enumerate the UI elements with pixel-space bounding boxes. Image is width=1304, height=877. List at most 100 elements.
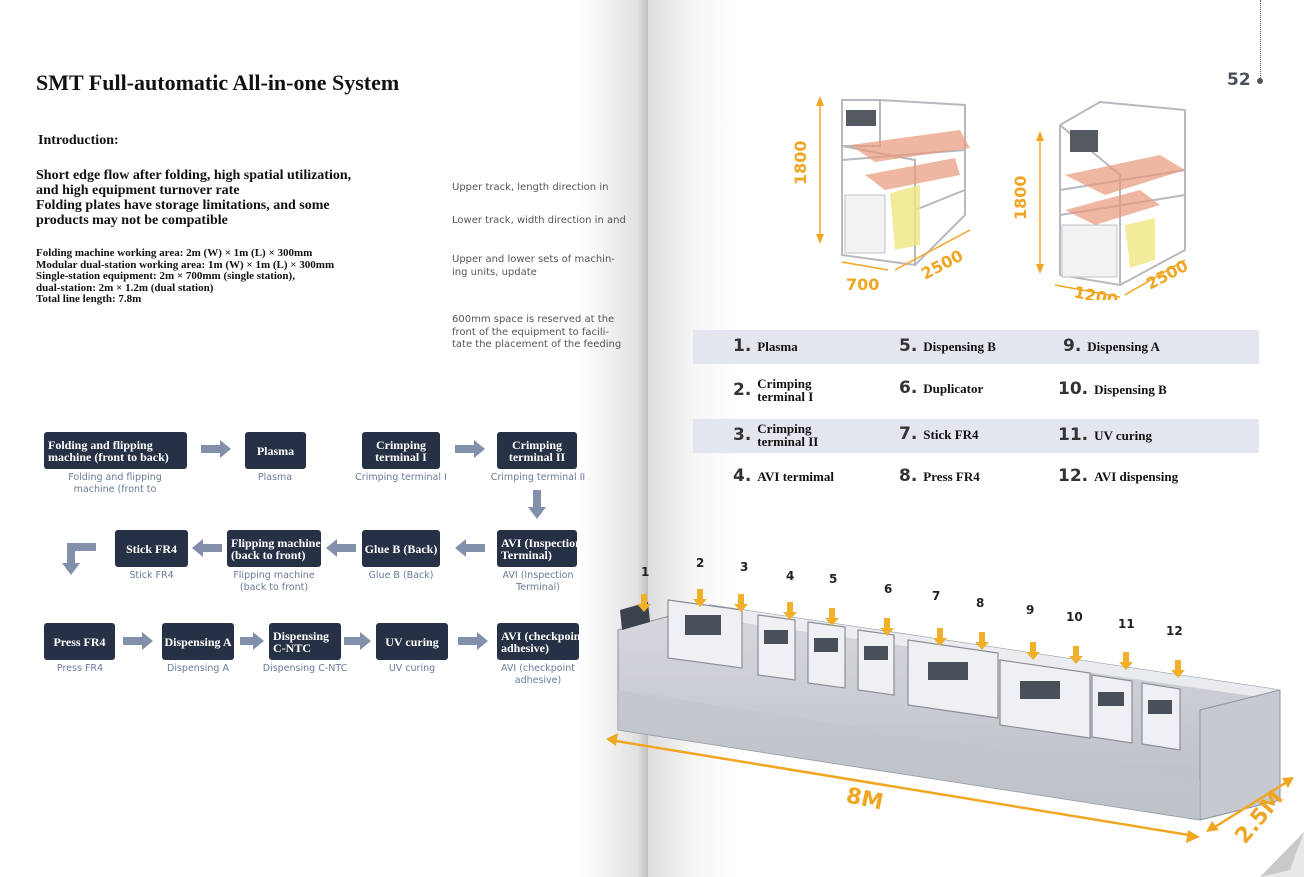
station-number: 12: [1166, 624, 1183, 638]
flow-step-dispensing-a: Dispensing A: [162, 623, 234, 660]
station-number: 11: [1118, 617, 1135, 631]
step-label: Dispensing: [273, 628, 330, 643]
specifications: Folding machine working area: 2m (W) × 1…: [36, 247, 335, 306]
caption-line: UV curing: [388, 663, 436, 674]
step-label: Crimping: [511, 437, 562, 452]
flow-caption: Plasma: [235, 472, 315, 484]
legend-label: Plasma: [757, 338, 798, 354]
legend-label-line: terminal II: [757, 434, 819, 449]
width-dimension: 700: [846, 275, 879, 294]
arrow-down-icon: [783, 602, 797, 620]
arrow-right-icon: [201, 440, 231, 458]
caption-line: AVI (checkpoint: [501, 663, 575, 674]
station-number: 4: [786, 569, 794, 583]
legend-label: Stick FR4: [923, 426, 979, 442]
legend-label: Dispensing A: [1087, 338, 1160, 354]
legend-label: AVI termimal: [757, 468, 834, 484]
caption-line: (back to front): [239, 581, 309, 593]
station-number: 10: [1066, 610, 1083, 624]
arrow-down-icon: [1171, 660, 1185, 678]
arrow-down-icon: [637, 594, 651, 612]
caption-line: Crimping terminal I: [355, 472, 447, 483]
station-number: 7: [932, 589, 940, 603]
legend-item: 5.Dispensing B: [899, 336, 996, 356]
page-marker-dot: [1257, 78, 1263, 84]
flow-step-uv-curing: UV curing: [376, 623, 448, 660]
legend-number: 11.: [1058, 425, 1089, 445]
arrow-down-icon: [975, 632, 989, 650]
legend-number: 2.: [733, 380, 752, 400]
step-label: (back to front): [231, 547, 306, 562]
legend-number: 6.: [899, 378, 918, 398]
step-label: Dispensing A: [164, 634, 232, 649]
side-note: 600mm space is reserved at the front of …: [452, 314, 621, 352]
step-label: UV curing: [385, 634, 439, 649]
flow-caption: Flipping machine(back to front): [220, 570, 328, 593]
flow-caption: Crimping terminal I: [348, 472, 454, 484]
station-number: 6: [884, 582, 892, 596]
arrow-down-icon: [933, 628, 947, 646]
flow-step-stick-fr4: Stick FR4: [115, 530, 188, 567]
arrow-down-icon: [1119, 652, 1133, 670]
step-label: Press FR4: [53, 634, 106, 649]
legend-label: Dispensing B: [1094, 381, 1167, 397]
station-number: 9: [1026, 603, 1034, 617]
page-title: SMT Full-automatic All-in-one System: [36, 70, 400, 95]
page-number: 52: [1227, 70, 1251, 90]
caption-line: machine (front to: [73, 483, 157, 495]
legend-item: 9.Dispensing A: [1063, 336, 1160, 356]
legend-label: AVI dispensing: [1094, 468, 1179, 484]
legend-label: Press FR4: [923, 468, 980, 484]
legend-number: 3.: [733, 425, 752, 445]
caption-line: Terminal): [516, 581, 560, 593]
arrow-down-icon: [825, 608, 839, 626]
side-note: Upper track, length direction in: [452, 182, 608, 195]
legend-item: 7. Stick FR4: [899, 424, 979, 444]
step-label: AVI (Inspection: [501, 535, 577, 550]
flow-caption: Dispensing C-NTC: [254, 663, 356, 675]
legend-number: 8.: [899, 466, 918, 486]
flow-caption: Dispensing A: [155, 663, 241, 675]
station-number: 2: [696, 556, 704, 570]
station-number: 5: [829, 572, 837, 586]
note-line: ing units, update: [452, 266, 537, 278]
note-line: Lower track, width direction in and: [452, 215, 626, 226]
step-label: Flipping machine: [231, 535, 321, 550]
step-label: Plasma: [256, 443, 295, 458]
single-station-machine: 1800 700 2500: [791, 96, 971, 294]
spec-line: Modular dual-station working area: 1m (W…: [36, 258, 335, 271]
flow-step-glue-b: Glue B (Back): [362, 530, 440, 567]
arrow-down-icon: [528, 490, 546, 519]
legend-number: 7.: [899, 424, 918, 444]
flow-caption: Crimping terminal II: [484, 472, 592, 484]
step-label: Folding and flipping: [48, 437, 153, 452]
arrow-down-icon: [734, 594, 748, 612]
step-label: AVI (checkpoint: [501, 628, 579, 643]
step-label: adhesive): [501, 640, 549, 655]
legend-label: Duplicator: [923, 380, 984, 396]
flow-arrows: [62, 440, 546, 650]
caption-line: Dispensing A: [167, 663, 229, 674]
arrow-right-icon: [344, 632, 371, 650]
arrow-down-icon: [693, 589, 707, 607]
caption-line: AVI (Inspection: [502, 570, 574, 581]
legend-item: 6. Duplicator: [899, 378, 983, 398]
line-length-dimension: 8M: [844, 783, 886, 815]
step-label: Terminal): [501, 547, 552, 562]
arrow-left-icon: [455, 539, 485, 557]
machine-drawings: 1800 700 2500 1800 1200 2500: [791, 96, 1191, 300]
caption-line: Press FR4: [56, 663, 104, 674]
station-markers: [637, 589, 1185, 678]
production-line-illustration: 1 2 3 4 5 6 7 8 9 10 11 12 8M 2.5M: [606, 556, 1304, 877]
height-dimension: 1800: [791, 140, 810, 185]
arrow-right-icon: [123, 632, 153, 650]
